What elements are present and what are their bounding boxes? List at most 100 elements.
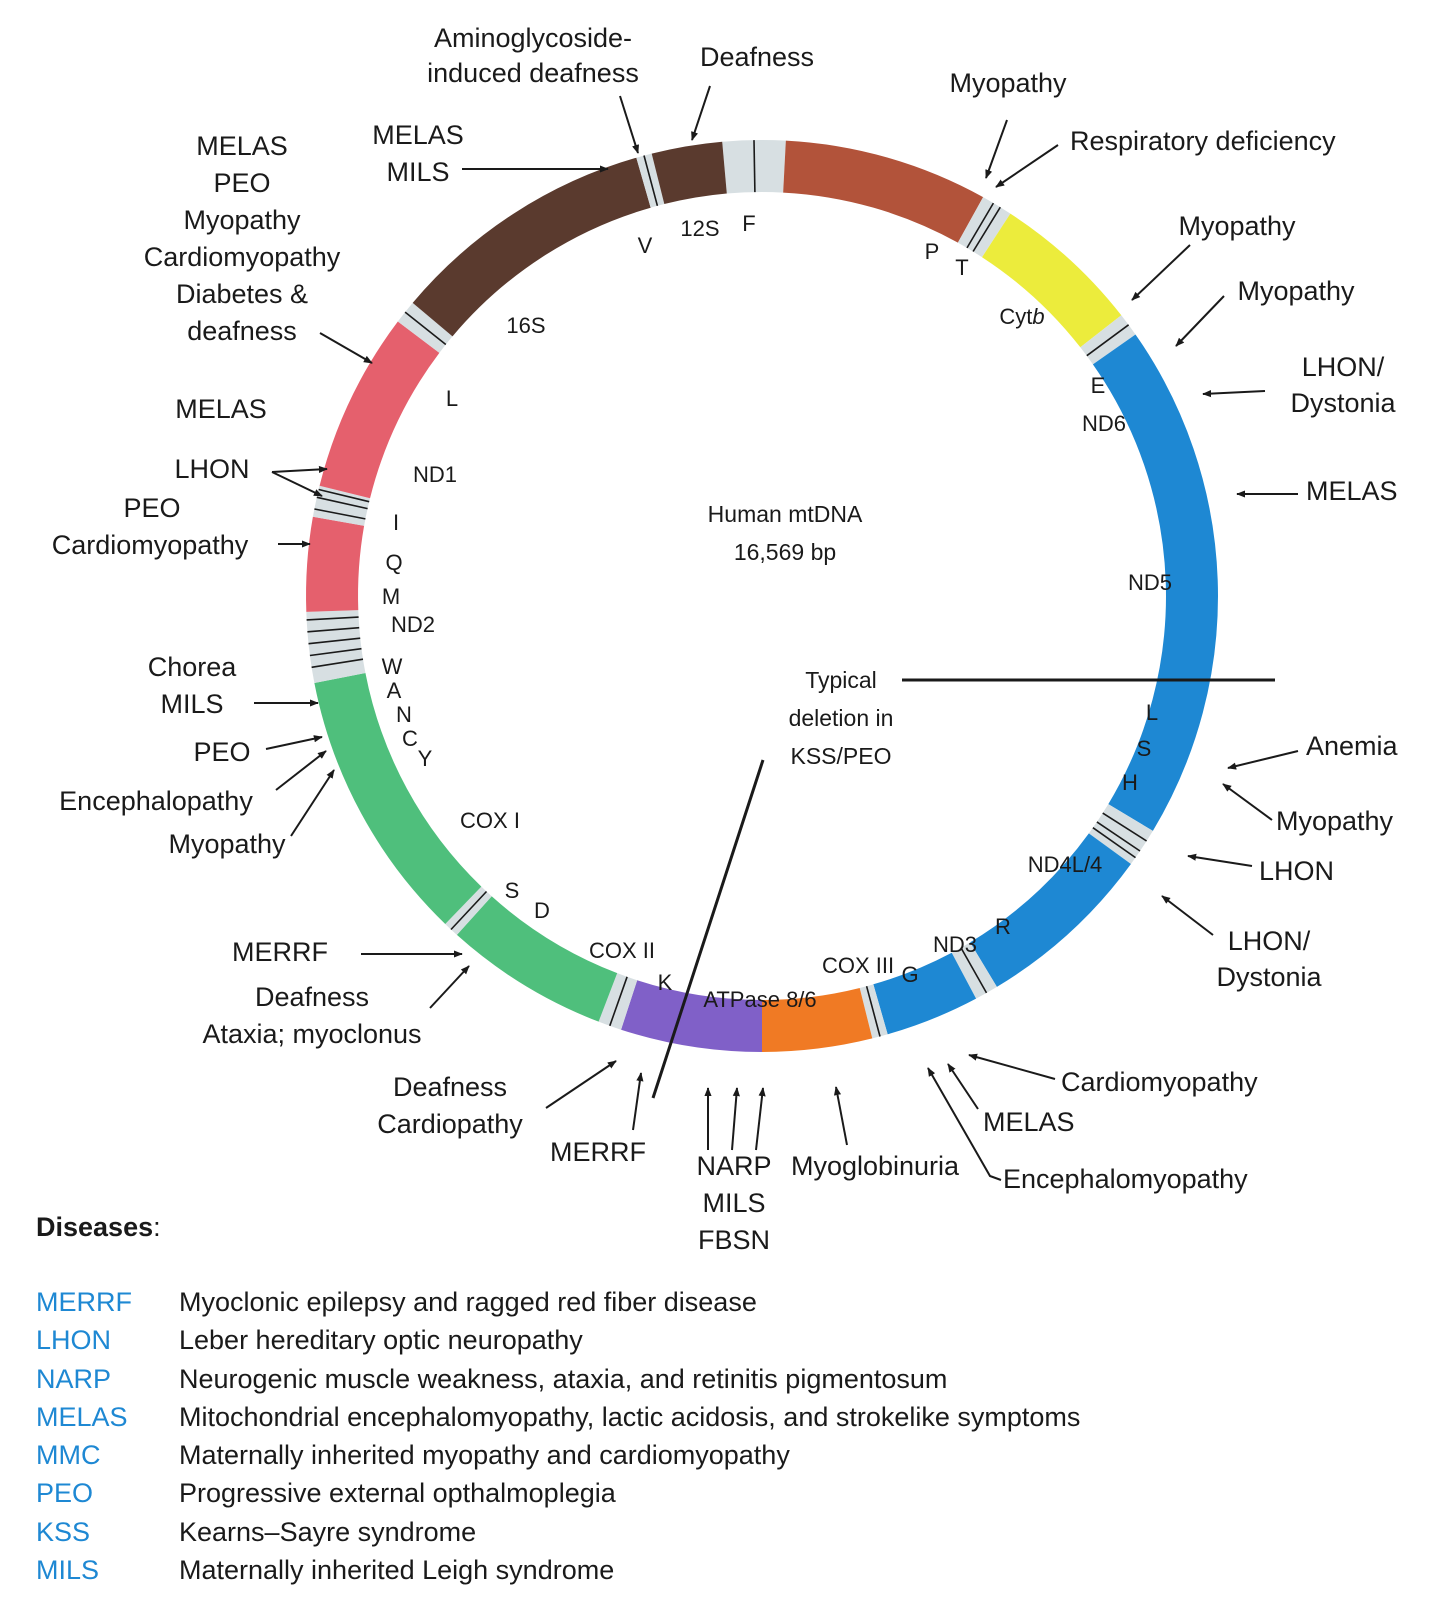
trna-label-n: N [396,702,412,727]
trna-label-t: T [955,255,968,280]
arrow-cardiomyopathy-b [968,1053,1056,1080]
legend-abbr: NARP [36,1363,112,1394]
tick-p [972,206,1001,252]
disease-arrows [254,85,1299,1181]
trna-label-q: Q [385,550,402,575]
trna-ticks [306,140,1148,1037]
gene-label-16s: 16S [506,313,545,338]
gene-label-cytb: Cytb [999,304,1044,329]
label-fbsn: FBSN [698,1225,770,1255]
legend-item: MILS Maternally inherited Leigh syndrome [36,1551,1416,1589]
segment-nd1 [319,321,440,499]
segment-cox3 [761,987,873,1052]
label-peo-l1: PEO [123,493,180,523]
label-melas-r: MELAS [1306,476,1398,506]
arrow-myopathy-l [290,769,335,837]
gene-label-nd4l4: ND4L/4 [1028,852,1103,877]
label-myopathy-top: Myopathy [949,68,1067,98]
arrow-stack-deafness [319,332,373,364]
arrow-myopathy-top [985,119,1008,179]
gene-label-nd2: ND2 [391,612,435,637]
tick-h [1102,812,1148,842]
segment-trna-iqm [312,485,371,527]
trna-label-l1: L [446,386,458,411]
gene-label-12s: 12S [680,216,719,241]
tick-e [1086,324,1130,357]
segment-nd5-nd6 [1092,334,1218,831]
trna-labels: F V L I Q M W A N C Y S D K G R H S L E … [382,211,1159,995]
label-stack-melas: MELAS [196,131,288,161]
label-merrf-b: MERRF [550,1137,646,1167]
legend-abbr: MMC [36,1440,101,1471]
trna-label-p: P [925,239,940,264]
center-length: 16,569 bp [734,539,836,565]
segment-atpase [621,980,763,1053]
label-lhon-dystonia-2b: Dystonia [1216,962,1322,992]
arrow-myopathy-r2 [1175,295,1225,347]
arrow-lhon-l-1 [271,465,328,474]
label-respiratory: Respiratory deficiency [1070,126,1336,156]
label-cardiomyopathy-b: Cardiomyopathy [1061,1067,1258,1097]
label-melas-l1: MELAS [175,394,267,424]
trna-label-e: E [1091,373,1106,398]
trna-label-i: I [393,510,399,535]
gene-label-cox2: COX II [589,938,655,963]
label-deafness-top: Deafness [700,42,814,72]
tick-w [311,658,364,669]
legend-abbr: MILS [36,1555,100,1586]
tick-k [609,976,628,1027]
label-encephalopathy: Encephalopathy [59,786,253,816]
arrow-peo-l2 [265,735,323,750]
label-mils-b: MILS [702,1188,765,1218]
segment-nd3 [873,952,977,1035]
legend-abbr: MERRF [36,1287,132,1317]
deletion-label-3: KSS/PEO [791,743,892,769]
arrow-myoglobinuria [833,1086,848,1146]
arrow-myopathy-r1 [1131,244,1191,301]
label-aminoglycoside-2: induced deafness [427,58,639,88]
segment-cytb-region-top [782,140,984,243]
label-chorea: Chorea [148,652,238,682]
gene-label-nd3: ND3 [933,932,977,957]
label-aminoglycoside-1: Aminoglycoside- [434,23,632,53]
arrow-myopathy-r3 [1222,783,1273,821]
label-lhon-r: LHON [1259,856,1334,886]
legend-definition: Progressive external opthalmoplegia [179,1478,616,1509]
label-stack-deafness: deafness [187,316,297,346]
trna-label-r: R [995,914,1011,939]
gene-label-nd6: ND6 [1082,411,1126,436]
tick-a [309,647,362,657]
arrow-encephalomyopathy-b [927,1067,1002,1181]
arrow-lhon-dystonia-2 [1161,895,1214,936]
trna-label-s2: S [1137,736,1152,761]
tick-n [308,637,361,645]
trna-label-m: M [382,584,400,609]
trna-label-f: F [742,211,755,236]
tick-l1 [404,311,447,346]
deletion-label-2: deletion in [789,705,894,731]
label-ataxia: Ataxia; myoclonus [202,1019,421,1049]
segment-cox2 [456,896,618,1022]
deletion-label-1: Typical [805,667,877,693]
segment-cox1 [314,672,482,924]
trna-label-a: A [387,678,402,703]
label-stack-myopathy: Myopathy [183,205,301,235]
trna-label-c: C [402,726,418,751]
label-lhon-l: LHON [174,454,249,484]
disease-labels: Aminoglycoside- induced deafness Deafnes… [52,23,1399,1255]
segment-12s [651,141,728,205]
tick-s2 [1096,821,1141,852]
legend-definition: Maternally inherited Leigh syndrome [179,1555,615,1586]
legend-definition: Maternally inherited myopathy and cardio… [179,1440,790,1471]
tick-l2 [1092,827,1136,859]
arrow-deafness-b [545,1060,617,1109]
legend-abbr: KSS [36,1516,91,1547]
segment-nd4 [969,833,1131,987]
tick-c [307,626,360,633]
label-peo-l2: PEO [193,737,250,767]
label-melas-b: MELAS [983,1107,1075,1137]
